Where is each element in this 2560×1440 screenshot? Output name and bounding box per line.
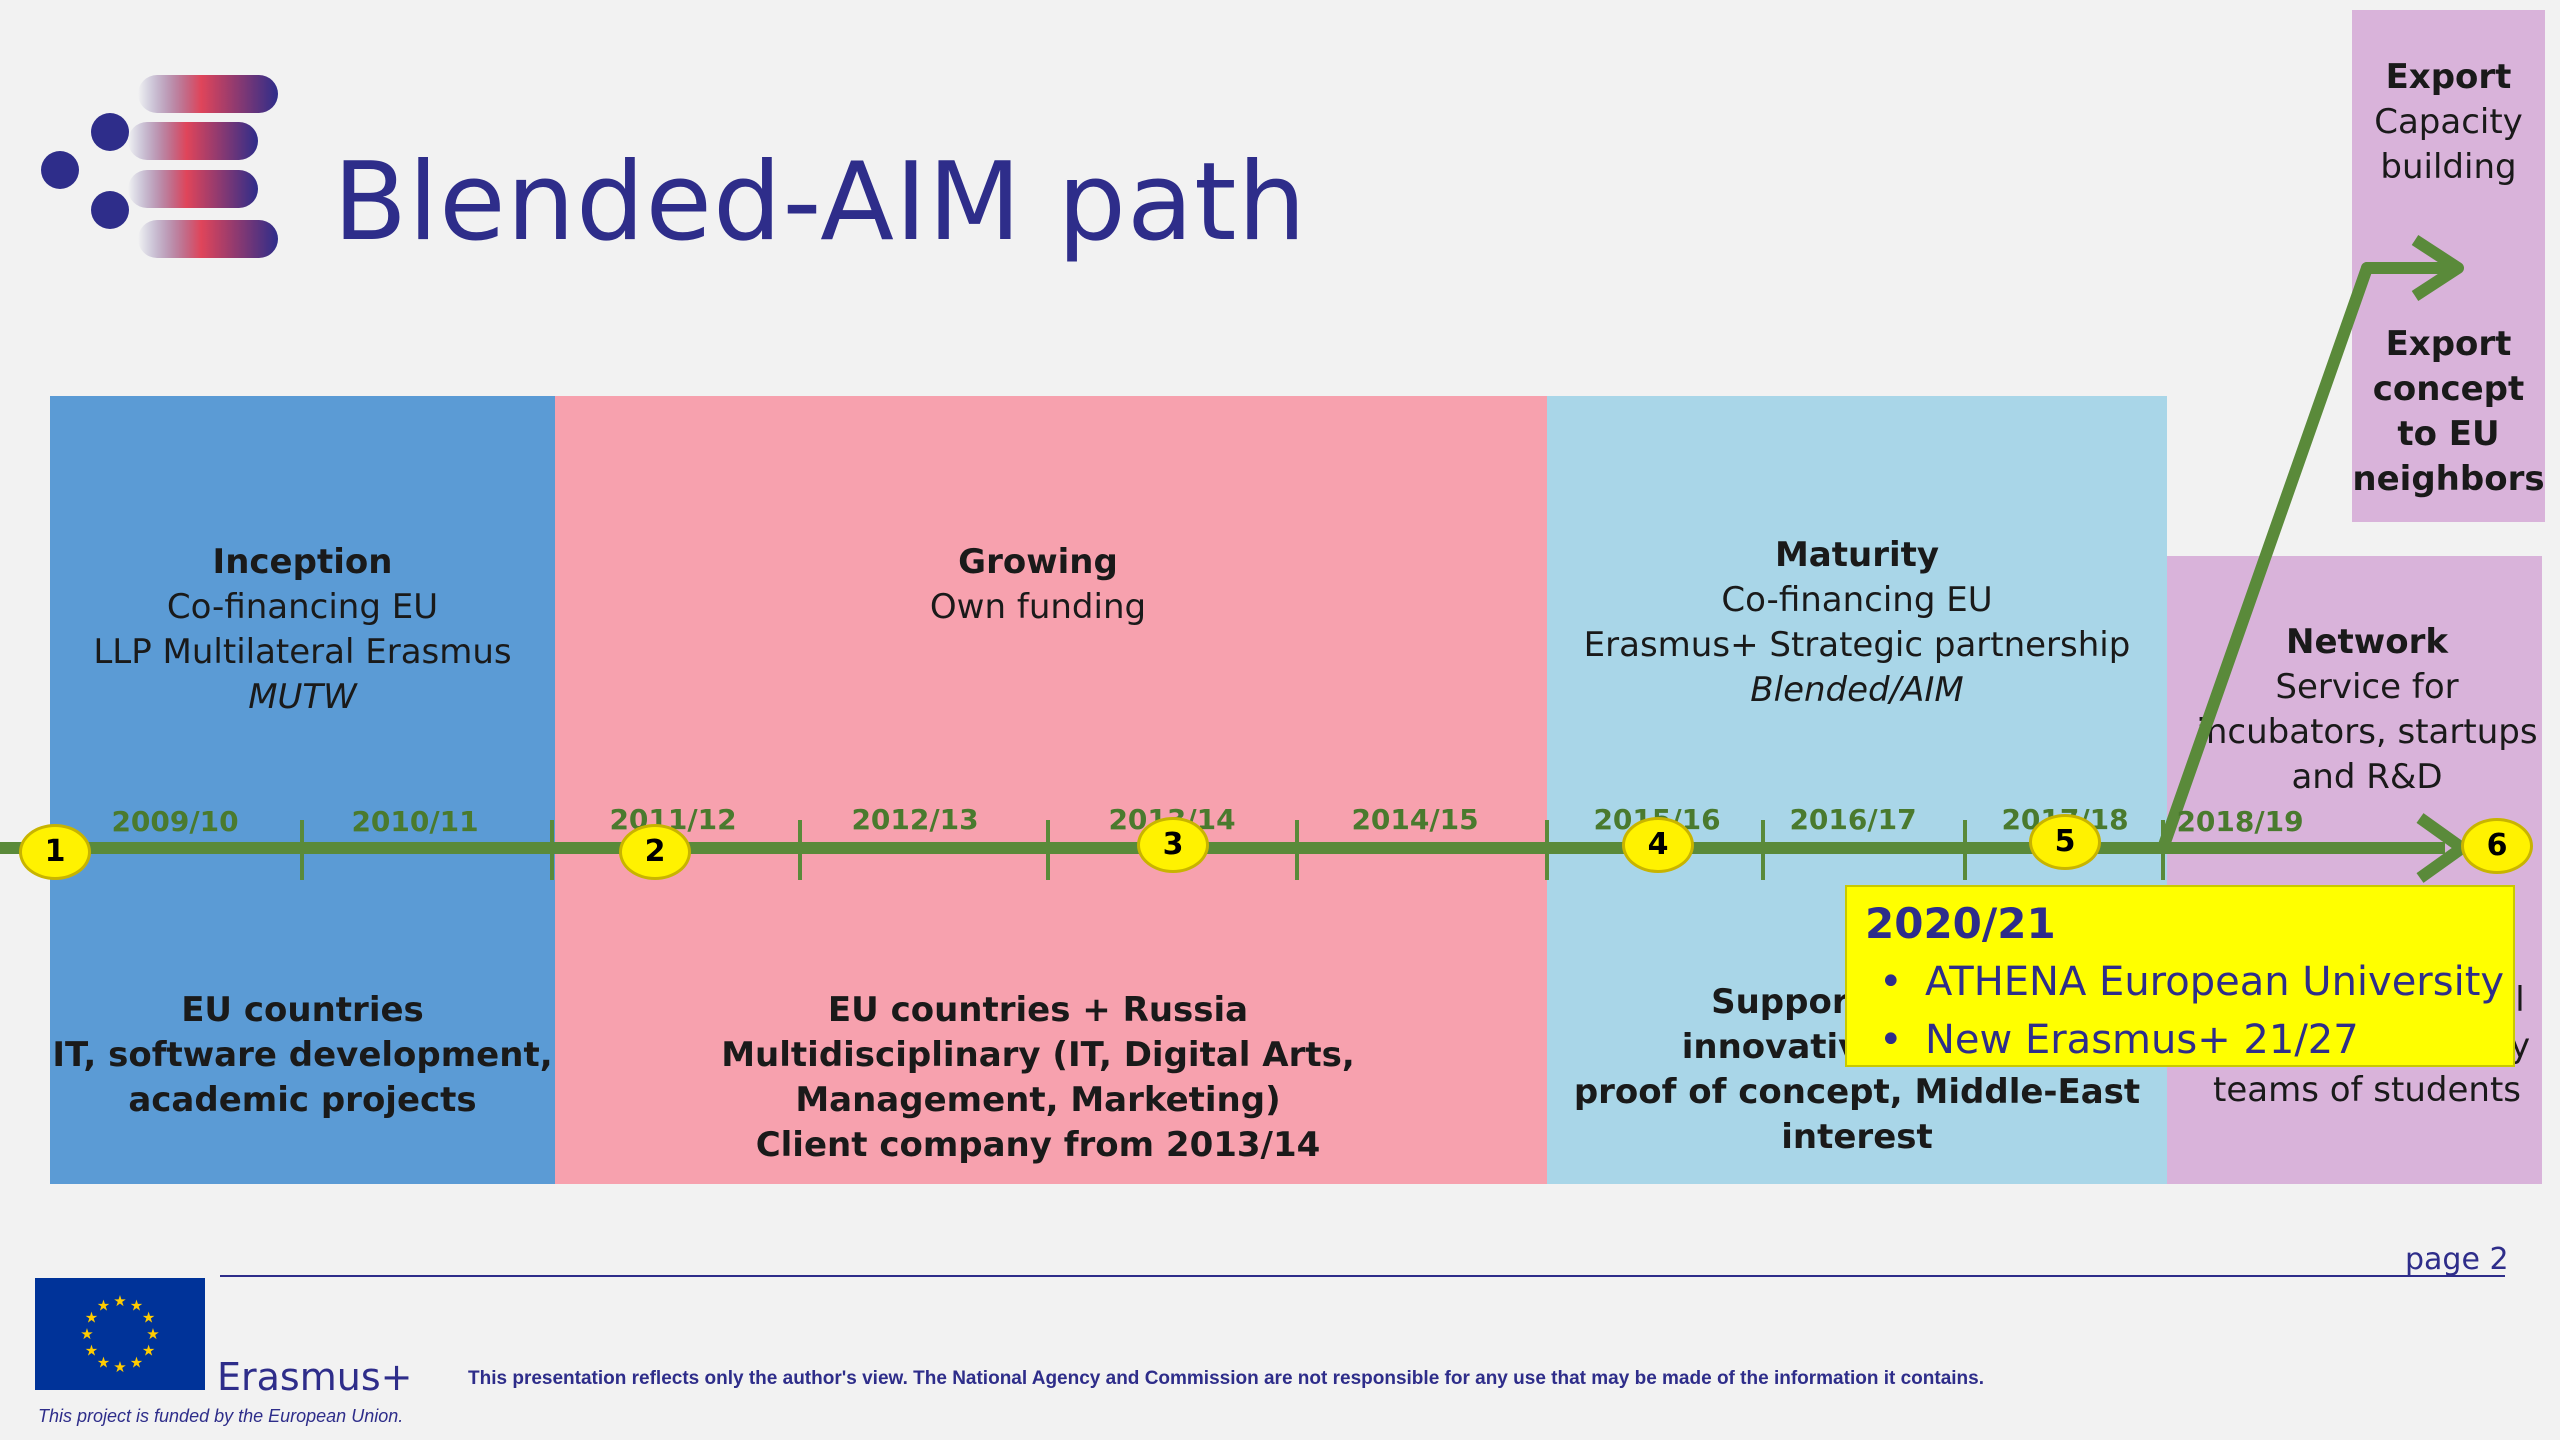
phase-name: Inception — [212, 542, 393, 582]
growing-bottom-text: EU countries + Russia Multidisciplinary … — [555, 988, 1521, 1168]
export-top-text: Export Capacity building — [2352, 55, 2545, 190]
year-label: 2016/17 — [1789, 803, 1917, 836]
blended-aim-logo-icon — [41, 75, 278, 258]
eu-star: ★ — [130, 1355, 143, 1372]
inception-phase-band — [50, 396, 555, 1184]
network-top-text: Network Service for incubators, startups… — [2167, 620, 2560, 800]
phase-line: Management, Marketing) — [795, 1080, 1281, 1120]
phase-line: Own funding — [929, 587, 1147, 627]
eu-flag-icon: ★★★★★★★★★★★★ — [35, 1278, 205, 1390]
phase-line: and R&D — [2291, 757, 2443, 797]
export-line: concept — [2372, 369, 2525, 409]
year-label: 2012/13 — [851, 803, 979, 836]
milestone-node: 1 — [19, 824, 91, 880]
inception-bottom-text: EU countries IT, software development, a… — [50, 988, 555, 1123]
eu-star: ★ — [97, 1297, 110, 1314]
export-line: Export — [2385, 57, 2512, 97]
callout-item: ATHENA European University — [1865, 953, 2504, 1011]
phase-line: EU countries + Russia — [827, 990, 1249, 1030]
phase-line: Co-financing EU — [166, 587, 439, 627]
arrow-right-icon — [2411, 234, 2464, 302]
export-line: building — [2380, 147, 2517, 187]
phase-line: IT, software development, — [52, 1035, 553, 1075]
year-label: 2014/15 — [1351, 803, 1479, 836]
phase-name: Maturity — [1774, 535, 1940, 575]
eu-star: ★ — [80, 1326, 93, 1343]
maturity-top-text: Maturity Co-financing EU Erasmus+ Strate… — [1547, 533, 2167, 713]
eu-star: ★ — [130, 1297, 143, 1314]
year-label: 2009/10 — [111, 805, 239, 838]
phase-line: Co-financing EU — [1721, 580, 1993, 620]
milestone-node: 5 — [2029, 814, 2101, 870]
phase-line: Multidisciplinary (IT, Digital Arts, — [721, 1035, 1355, 1075]
phase-line: incubators, startups — [2196, 712, 2538, 752]
phase-italic: Blended/AIM — [1750, 670, 1964, 710]
phase-line: Erasmus+ Strategic partnership — [1583, 625, 2131, 665]
network-bottom-text: teams of students — [2213, 1070, 2521, 1110]
phase-line: EU countries — [181, 990, 424, 1030]
milestone-node: 2 — [619, 824, 691, 880]
phase-italic: MUTW — [248, 677, 357, 717]
growing-phase-band — [555, 396, 1547, 1184]
page-number: page 2 — [2405, 1242, 2509, 1277]
milestone-node: 4 — [1622, 817, 1694, 873]
phase-line: Client company from 2013/14 — [755, 1125, 1321, 1165]
network-bottom-fragment-1: l — [2515, 980, 2525, 1020]
phase-line: LLP Multilateral Erasmus — [93, 632, 512, 672]
milestone-node: 6 — [2461, 818, 2533, 874]
year-label: 2018/19 — [2176, 805, 2304, 838]
phase-line: Service for — [2275, 667, 2459, 707]
callout-list: ATHENA European University New Erasmus+ … — [1865, 953, 2504, 1069]
page-title: Blended-AIM path — [333, 140, 1307, 265]
export-line: neighbors — [2352, 459, 2545, 499]
export-branch-line — [2157, 262, 2373, 854]
phase-name: Growing — [958, 542, 1118, 582]
callout-item: New Erasmus+ 21/27 — [1865, 1011, 2495, 1069]
phase-line: academic projects — [128, 1080, 477, 1120]
export-line: to EU — [2397, 414, 2500, 454]
phase-line: interest — [1781, 1117, 1933, 1157]
export-bottom-text: Export concept to EU neighbors — [2352, 322, 2545, 502]
phase-line: proof of concept, Middle-East — [1573, 1072, 2141, 1112]
erasmus-logo-text: Erasmus+ — [217, 1355, 413, 1399]
phase-name: Network — [2286, 622, 2448, 662]
callout-heading: 2020/21 — [1865, 899, 2056, 948]
eu-star: ★ — [113, 1293, 126, 1310]
footer-divider — [220, 1275, 2505, 1277]
callout-box: 2020/21 ATHENA European University New E… — [1845, 885, 2515, 1067]
eu-star: ★ — [85, 1310, 98, 1327]
eu-star: ★ — [146, 1326, 159, 1343]
eu-star: ★ — [97, 1355, 110, 1372]
year-label: 2010/11 — [351, 805, 479, 838]
funding-note: This project is funded by the European U… — [38, 1406, 404, 1426]
export-line: Export — [2385, 324, 2512, 364]
eu-star: ★ — [113, 1359, 126, 1376]
export-line: Capacity — [2374, 102, 2523, 142]
growing-top-text: Growing Own funding — [555, 540, 1521, 630]
milestone-node: 3 — [1137, 817, 1209, 873]
eu-star: ★ — [85, 1343, 98, 1360]
inception-top-text: Inception Co-financing EU LLP Multilater… — [50, 540, 555, 720]
eu-star: ★ — [142, 1343, 155, 1360]
disclaimer: This presentation reflects only the auth… — [468, 1368, 1985, 1389]
eu-star: ★ — [142, 1310, 155, 1327]
